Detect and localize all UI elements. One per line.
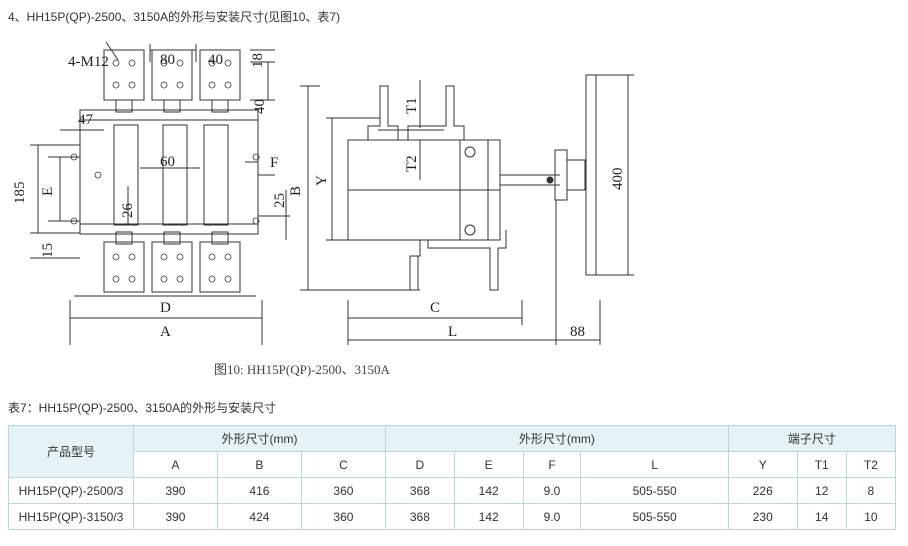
table-title: 表7：HH15P(QP)-2500、3150A的外形与安装尺寸 (8, 401, 277, 415)
cell-L: 505-550 (580, 477, 729, 504)
cell-T2: 10 (845, 503, 897, 530)
front-body (79, 109, 259, 235)
label-25: 25 (272, 193, 288, 208)
label-T2: T2 (404, 155, 420, 172)
cell-B: 416 (216, 477, 302, 504)
label-40v: 40 (252, 99, 268, 114)
cell-Y: 230 (727, 503, 798, 530)
label-80: 80 (160, 52, 175, 68)
cell-Y: 226 (727, 477, 798, 504)
col-T1: T1 (796, 451, 847, 478)
table-row: HH15P(QP)-3150/3 390 424 360 368 142 9.0… (8, 503, 897, 530)
col-D: D (384, 451, 455, 478)
col-T2: T2 (845, 451, 897, 478)
cell-B: 424 (216, 503, 302, 530)
cell-D: 368 (384, 477, 455, 504)
door-panel (585, 74, 597, 276)
table-row: HH15P(QP)-2500/3 390 416 360 368 142 9.0… (8, 477, 897, 504)
bottom-terminal-3 (199, 241, 241, 293)
label-E: E (40, 187, 56, 196)
col-C: C (300, 451, 386, 478)
col-A: A (133, 451, 218, 478)
label-185: 185 (12, 182, 28, 205)
col-Y: Y (727, 451, 798, 478)
header-group-outline: 外形尺寸(mm) (133, 425, 386, 452)
label-60: 60 (160, 154, 175, 170)
cell-F: 9.0 (522, 477, 582, 504)
header-group-outline-2: 外形尺寸(mm) (384, 425, 729, 452)
label-F: F (270, 155, 278, 171)
dimensions-table: 产品型号 外形尺寸(mm) 外形尺寸(mm) 端子尺寸 A B C D E F … (8, 425, 897, 530)
label-B: B (288, 186, 304, 196)
col-E: E (453, 451, 524, 478)
cell-E: 142 (453, 477, 524, 504)
cell-C: 360 (300, 477, 386, 504)
label-Y: Y (314, 175, 330, 186)
label-D: D (160, 300, 171, 316)
cell-C: 360 (300, 503, 386, 530)
label-L: L (448, 324, 457, 340)
dimension-drawing: 4-M12 80 40 18 40 47 185 E 60 F 26 25 15… (12, 41, 634, 345)
label-A: A (160, 324, 171, 340)
label-4m12: 4-M12 (68, 54, 109, 70)
cell-A: 390 (133, 503, 218, 530)
figure-caption: 图10: HH15P(QP)-2500、3150A (214, 362, 390, 377)
cell-D: 368 (384, 503, 455, 530)
cell-E: 142 (453, 503, 524, 530)
label-15: 15 (40, 243, 56, 258)
cell-T1: 12 (796, 477, 847, 504)
cell-model: HH15P(QP)-3150/3 (8, 503, 134, 530)
label-T1: T1 (404, 97, 420, 114)
bottom-terminal-1 (103, 241, 145, 293)
col-L: L (580, 451, 729, 478)
label-C: C (430, 300, 440, 316)
cell-model: HH15P(QP)-2500/3 (8, 477, 134, 504)
header-model: 产品型号 (8, 425, 134, 478)
label-88: 88 (570, 324, 585, 340)
col-F: F (522, 451, 582, 478)
top-terminal-1 (103, 49, 145, 101)
label-47: 47 (78, 112, 94, 128)
cell-L: 505-550 (580, 503, 729, 530)
label-26: 26 (120, 203, 136, 219)
label-18: 18 (250, 53, 266, 68)
cell-T2: 8 (845, 477, 897, 504)
label-400: 400 (610, 168, 626, 191)
cell-F: 9.0 (522, 503, 582, 530)
label-40: 40 (208, 52, 223, 68)
header-group-terminal: 端子尺寸 (727, 425, 897, 452)
cell-T1: 14 (796, 503, 847, 530)
col-B: B (216, 451, 302, 478)
bottom-terminal-2 (151, 241, 193, 293)
cell-A: 390 (133, 477, 218, 504)
section-heading: 4、HH15P(QP)-2500、3150A的外形与安装尺寸(见图10、表7) (8, 10, 341, 24)
